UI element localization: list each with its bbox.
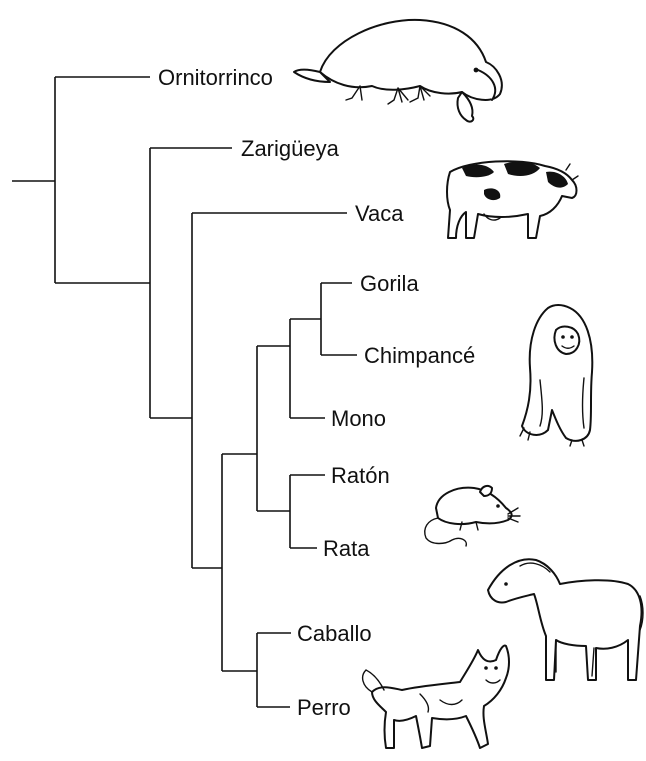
leaf-label-raton: Ratón xyxy=(331,463,390,488)
dog-icon xyxy=(363,646,509,748)
cow-icon xyxy=(447,161,578,238)
rat-icon xyxy=(425,486,520,546)
leaf-labels: Ornitorrinco Zarigüeya Vaca Gorila Chimp… xyxy=(158,65,475,720)
node-boreo xyxy=(222,454,257,671)
node-primates xyxy=(290,319,325,418)
platypus-icon xyxy=(294,20,502,122)
node-laurasiatheria xyxy=(257,633,291,707)
leaf-label-rata: Rata xyxy=(323,536,370,561)
leaf-label-perro: Perro xyxy=(297,695,351,720)
leaf-label-chimpance: Chimpancé xyxy=(364,343,475,368)
tree-branches xyxy=(12,77,357,707)
horse-icon xyxy=(488,559,643,680)
node-rodents xyxy=(290,475,325,548)
chimpanzee-icon xyxy=(520,305,592,446)
leaf-label-mono: Mono xyxy=(331,406,386,431)
node-euarchontoglires xyxy=(257,346,290,511)
leaf-label-vaca: Vaca xyxy=(355,201,404,226)
leaf-label-zarigueya: Zarigüeya xyxy=(241,136,340,161)
node-placentals xyxy=(192,213,347,568)
leaf-label-ornitorrinco: Ornitorrinco xyxy=(158,65,273,90)
leaf-label-caballo: Caballo xyxy=(297,621,372,646)
node-hominids xyxy=(321,283,357,355)
node-root xyxy=(55,77,150,283)
leaf-label-gorila: Gorila xyxy=(360,271,419,296)
node-theria xyxy=(150,148,232,418)
